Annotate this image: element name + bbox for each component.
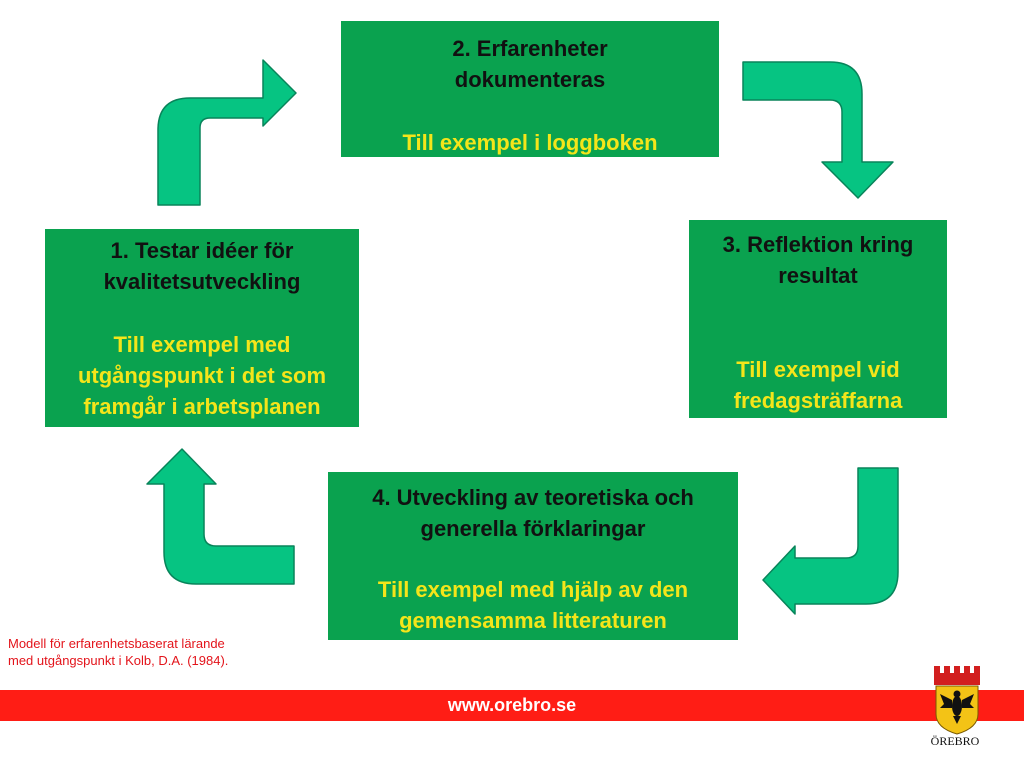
arrow-1-to-2 [157, 59, 297, 206]
source-note-line-2: med utgångspunkt i Kolb, D.A. (1984). [8, 653, 229, 668]
step-1-box: 1. Testar idéer för kvalitetsutveckling … [45, 229, 359, 427]
orebro-coat-of-arms-icon [934, 666, 980, 735]
footer-url-link[interactable]: www.orebro.se [447, 695, 577, 715]
arrow-3-to-4 [762, 467, 899, 615]
step-4-example: Till exempel med hjälp av den gemensamma… [377, 577, 689, 633]
orebro-logo-text: ÖREBRO [930, 734, 980, 748]
step-3-box: 3. Reflektion kring resultat Till exempe… [689, 220, 947, 418]
step-2-box: 2. Erfarenheter dokumenteras Till exempe… [341, 21, 719, 157]
step-2-heading: 2. Erfarenheter dokumenteras [452, 36, 608, 92]
step-1-example: Till exempel med utgångspunkt i det som … [77, 332, 327, 419]
step-1-heading: 1. Testar idéer för kvalitetsutveckling [103, 238, 301, 294]
step-3-heading: 3. Reflektion kring resultat [722, 232, 914, 288]
source-note: Modell för erfarenhetsbaserat lärande me… [8, 635, 228, 669]
step-2-example: Till exempel i loggboken [402, 130, 658, 155]
step-4-box: 4. Utveckling av teoretiska och generell… [328, 472, 738, 640]
arrow-4-to-1 [146, 448, 295, 585]
step-4-heading: 4. Utveckling av teoretiska och generell… [372, 485, 694, 541]
step-3-example: Till exempel vid fredagsträffarna [733, 357, 903, 413]
source-note-line-1: Modell för erfarenhetsbaserat lärande [8, 636, 225, 651]
footer-bar: www.orebro.se [0, 690, 1024, 721]
arrow-2-to-3 [742, 61, 894, 199]
